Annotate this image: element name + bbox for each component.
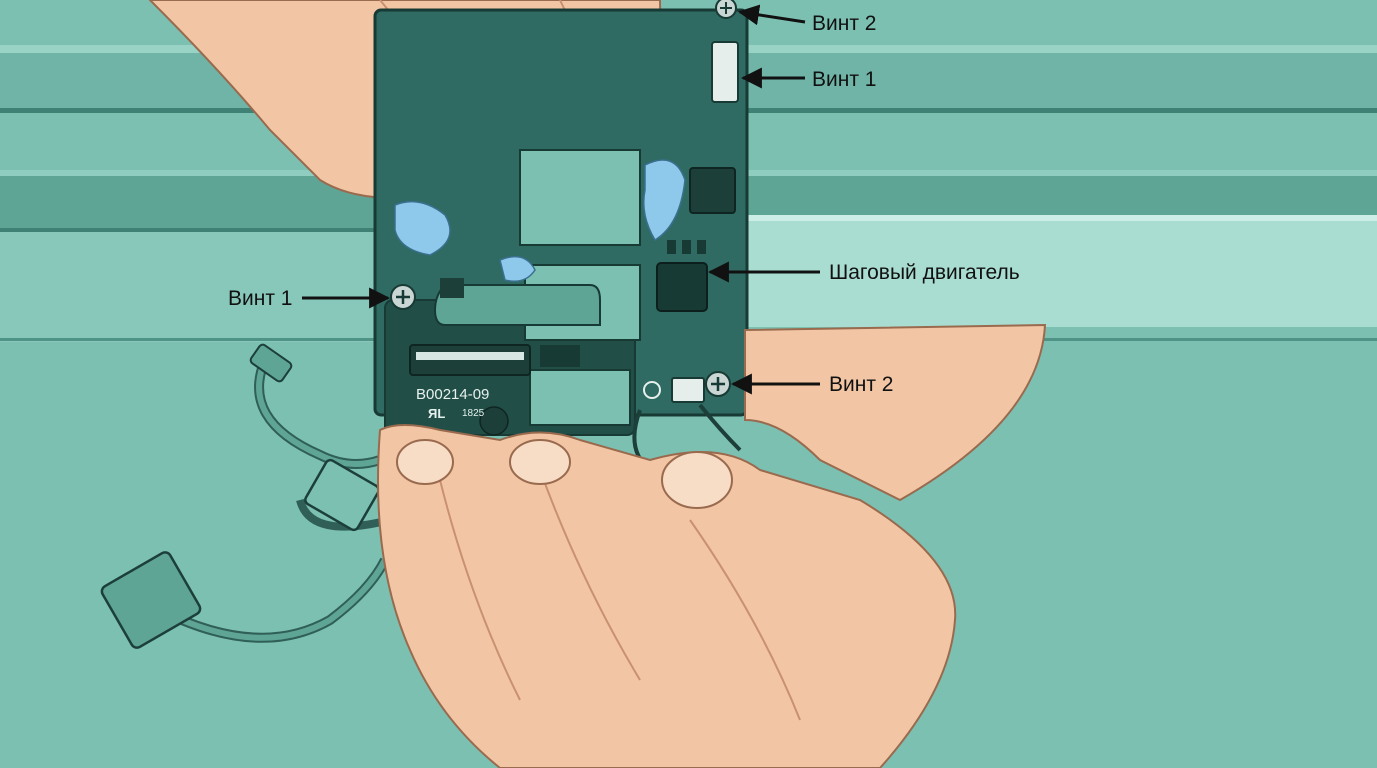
callout-screw-2-top: Винт 2 [812, 12, 877, 35]
cable-plug [100, 551, 202, 649]
lower-hand [377, 323, 1047, 768]
slider-bar [433, 284, 601, 326]
cable-connector [304, 458, 380, 532]
lower-thumbnail [661, 451, 733, 509]
screw-icon [390, 284, 416, 310]
board-cert-mark: ЯL [428, 406, 446, 421]
board-part-number: B00214-09 [416, 386, 490, 403]
callout-screw-2-bottom: Винт 2 [829, 373, 894, 396]
callout-stepper-motor: Шаговый двигатель [829, 261, 1020, 284]
arrow-icon [737, 4, 806, 26]
screw-icon [705, 371, 731, 397]
thermal-pad-left [394, 200, 451, 256]
lower-fingernail [509, 439, 571, 485]
chip-icon [656, 262, 708, 312]
circuit-board [373, 8, 749, 436]
board-date-code: 1825 [462, 408, 485, 419]
screw-icon [715, 0, 737, 19]
callout-screw-1-left: Винт 1 [228, 287, 293, 310]
lower-fingernail [396, 439, 454, 485]
cable-bundle [100, 343, 742, 649]
rail-lower [0, 215, 1377, 342]
thermal-pad-right [643, 159, 686, 242]
callout-screw-1-top: Винт 1 [812, 68, 877, 91]
connector-icon [711, 41, 739, 103]
